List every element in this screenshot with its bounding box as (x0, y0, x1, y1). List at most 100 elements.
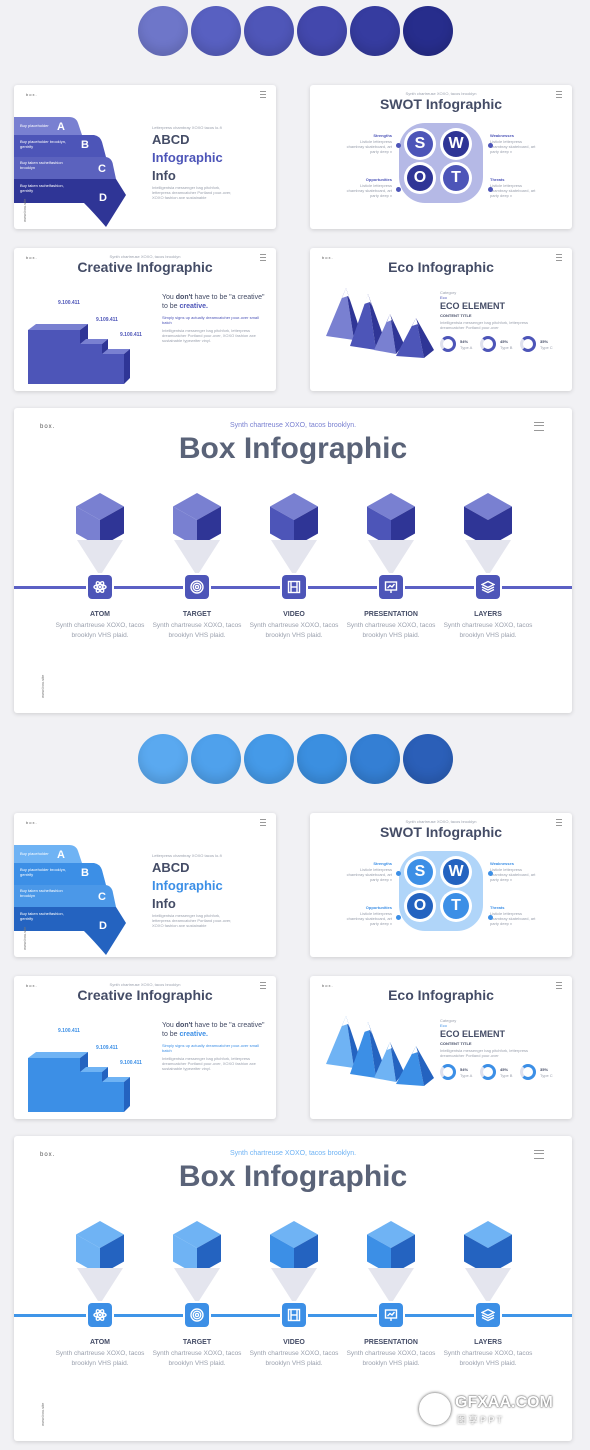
abcd-kicker: Letterpress chambray XOXO tacos lo-fi (152, 853, 222, 858)
item-desc: Synth chartreuse XOXO, tacos (443, 1350, 533, 1357)
swot-label: Strengths (373, 861, 392, 866)
light-beam (174, 1268, 220, 1304)
color-swatch (403, 6, 453, 56)
heading-post: have to be "a creative" to be (162, 294, 265, 310)
color-swatches (138, 734, 454, 786)
swot-title: SWOT Infographic (379, 824, 503, 840)
layers-icon-button (476, 1303, 500, 1327)
eco-donut-label: Type A (460, 1073, 473, 1078)
menu-icon (556, 254, 562, 261)
abcd-body: Intelligentsia messenger bag pitchfork, … (152, 913, 232, 928)
light-beam (465, 540, 511, 576)
item-desc: Synth chartreuse XOXO, tacos (249, 1350, 339, 1357)
abcd-title-3: Info (152, 896, 176, 911)
abcd-graphic (14, 115, 126, 227)
item-desc: Synth chartreuse XOXO, tacos (443, 622, 533, 629)
menu-icon (556, 91, 562, 98)
swot-kicker: Synth chartreuse XOXO, tacos brooklyn (405, 819, 477, 824)
swot-letter: T (443, 165, 469, 191)
swot-text: Listicle letterpress chambray skateboard… (346, 911, 392, 926)
abcd-tab-text: Buy taken rachelfashion brooklyn (20, 888, 63, 898)
eco-donut (480, 1064, 496, 1080)
swot-label: Opportunities (365, 905, 392, 910)
slide-creative: box.Synth chartreuse XOXO, tacos brookly… (14, 976, 276, 1119)
atom-icon-button (88, 1303, 112, 1327)
item-desc: brooklyn VHS plaid. (168, 632, 226, 639)
menu-icon (260, 254, 266, 261)
abcd-title-1: ABCD (152, 860, 190, 875)
mountains-graphic (326, 288, 434, 358)
item-label: PRESENTATION (364, 611, 418, 618)
abcd-tab-text: Buy taken rachelfashion, gentrify (20, 911, 64, 921)
color-swatch (138, 6, 188, 56)
hexagon-graphic (75, 492, 125, 548)
presentation-icon-button (379, 1303, 403, 1327)
item-desc: Synth chartreuse XOXO, tacos (55, 622, 145, 629)
swot-letter: W (443, 131, 469, 157)
brand-logo: box. (26, 255, 38, 260)
eco-content: CONTENT TITLE (440, 313, 472, 318)
item-label: TARGET (182, 1339, 212, 1346)
creative-body: Intelligentsia messenger bag pitchfork, … (162, 328, 256, 343)
creative-note: Simply signs up actually dreamcatcher po… (162, 1043, 259, 1053)
heading-post: have to be "a creative" to be (162, 1022, 265, 1038)
eco-percent: 54% (460, 1067, 469, 1072)
swot-label: Threats (490, 905, 505, 910)
color-swatch (191, 6, 241, 56)
swot-text: Listicle letterpress chambray skateboard… (346, 183, 392, 198)
item-desc: Synth chartreuse XOXO, tacos (346, 622, 436, 629)
color-swatch (191, 734, 241, 784)
brand-logo: box. (322, 255, 334, 260)
hexagon-graphic (463, 1220, 513, 1276)
eco-donut-label: Type C (540, 1073, 553, 1078)
swot-dot (488, 915, 493, 920)
light-beam (174, 540, 220, 576)
creative-value: 9.100.411 (58, 300, 80, 306)
abcd-graphic (14, 843, 126, 955)
item-desc: brooklyn VHS plaid. (362, 632, 420, 639)
box-title: Box Infographic (178, 1160, 408, 1193)
swot-dot (396, 871, 401, 876)
swot-text: Listicle letterpress chambray skateboard… (490, 911, 536, 926)
abcd-title-2: Infographic (152, 878, 223, 893)
item-desc: Synth chartreuse XOXO, tacos (152, 622, 242, 629)
eco-donut (440, 1064, 456, 1080)
eco-title: Eco Infographic (388, 259, 494, 275)
item-label: VIDEO (283, 1339, 305, 1346)
video-icon-button (282, 1303, 306, 1327)
mountains-graphic (326, 1016, 434, 1086)
hexagon-graphic (269, 1220, 319, 1276)
creative-value: 9.109.411 (96, 1045, 118, 1051)
eco-small-label: Category (440, 290, 457, 295)
eco-body: Intelligentsia messenger bag pitchfork, … (440, 320, 529, 330)
light-beam (271, 540, 317, 576)
item-label: TARGET (182, 611, 212, 618)
menu-icon (534, 1150, 544, 1159)
swot-dot (488, 187, 493, 192)
swot-letter: W (443, 859, 469, 885)
swot-text: Listicle letterpress chambray skateboard… (490, 867, 536, 882)
box-kicker: Synth chartreuse XOXO, tacos brooklyn. (229, 422, 357, 429)
color-swatch (350, 734, 400, 784)
item-desc: Synth chartreuse XOXO, tacos (152, 1350, 242, 1357)
brand-logo: box. (322, 983, 334, 988)
abcd-letter: B (81, 867, 89, 879)
creative-title: Creative Infographic (77, 259, 213, 275)
eco-small-value: Eco (440, 295, 447, 300)
eco-body: Intelligentsia messenger bag pitchfork, … (440, 1048, 529, 1058)
menu-icon (260, 819, 266, 826)
abcd-letter: C (98, 891, 106, 903)
item-desc: brooklyn VHS plaid. (265, 1360, 323, 1367)
eco-donut-label: Type A (460, 345, 473, 350)
abcd-tab-text: Buy taken rachelfashion, gentrify (20, 183, 64, 193)
eco-mountains (324, 1008, 436, 1088)
creative-kicker: Synth chartreuse XOXO, tacos brooklyn (109, 254, 181, 259)
light-beam (77, 1268, 123, 1304)
item-desc: brooklyn VHS plaid. (265, 632, 323, 639)
creative-boxes (26, 322, 136, 386)
swot-letter: T (443, 893, 469, 919)
swot-dot (488, 871, 493, 876)
